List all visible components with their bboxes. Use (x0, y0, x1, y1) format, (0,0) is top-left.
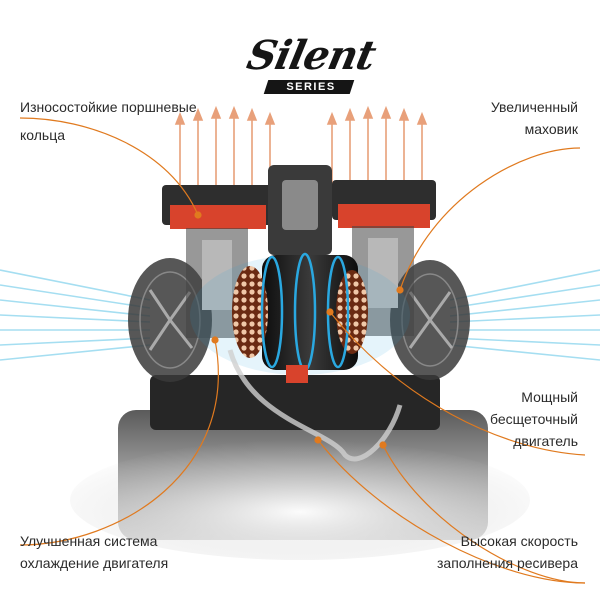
hot-air-arrows-right (326, 105, 428, 190)
logo-script-text: Silent (243, 32, 380, 79)
label-motor-line2: бесщеточный (490, 411, 578, 427)
compressor-base (150, 375, 440, 430)
label-receiver-fill-line2: заполнения ресивера (436, 555, 578, 571)
label-motor: Мощный бесщеточный двигатель (490, 386, 578, 452)
brushless-motor (190, 252, 410, 383)
label-receiver-fill: Высокая скорость заполнения ресивера (437, 530, 578, 574)
air-hose (227, 349, 403, 462)
callout-lines (19, 117, 586, 584)
label-piston-rings-line2: кольца (20, 127, 66, 143)
label-flywheel-line1: Увеличенный (490, 99, 578, 115)
cool-air-arrows-right (449, 269, 600, 361)
cool-air-arrows-left (0, 269, 151, 361)
label-piston-rings: Износостойкие поршневые кольца (20, 96, 197, 146)
logo-series-text: SERIES (286, 81, 336, 93)
hot-air-arrows-left (174, 105, 276, 190)
label-receiver-fill-line1: Высокая скорость (460, 533, 578, 549)
label-cooling-line1: Улучшенная система (20, 533, 158, 549)
label-piston-rings-line1: Износостойкие поршневые (20, 99, 197, 115)
label-flywheel-line2: маховик (524, 121, 578, 137)
label-cooling: Улучшенная система охлаждение двигателя (20, 530, 168, 574)
label-motor-line1: Мощный (521, 389, 578, 405)
silent-series-logo: Silent SERIES (240, 32, 379, 100)
label-flywheel: Увеличенный маховик (491, 96, 578, 140)
label-motor-line3: двигатель (513, 433, 578, 449)
label-cooling-line2: охлаждение двигателя (20, 555, 169, 571)
